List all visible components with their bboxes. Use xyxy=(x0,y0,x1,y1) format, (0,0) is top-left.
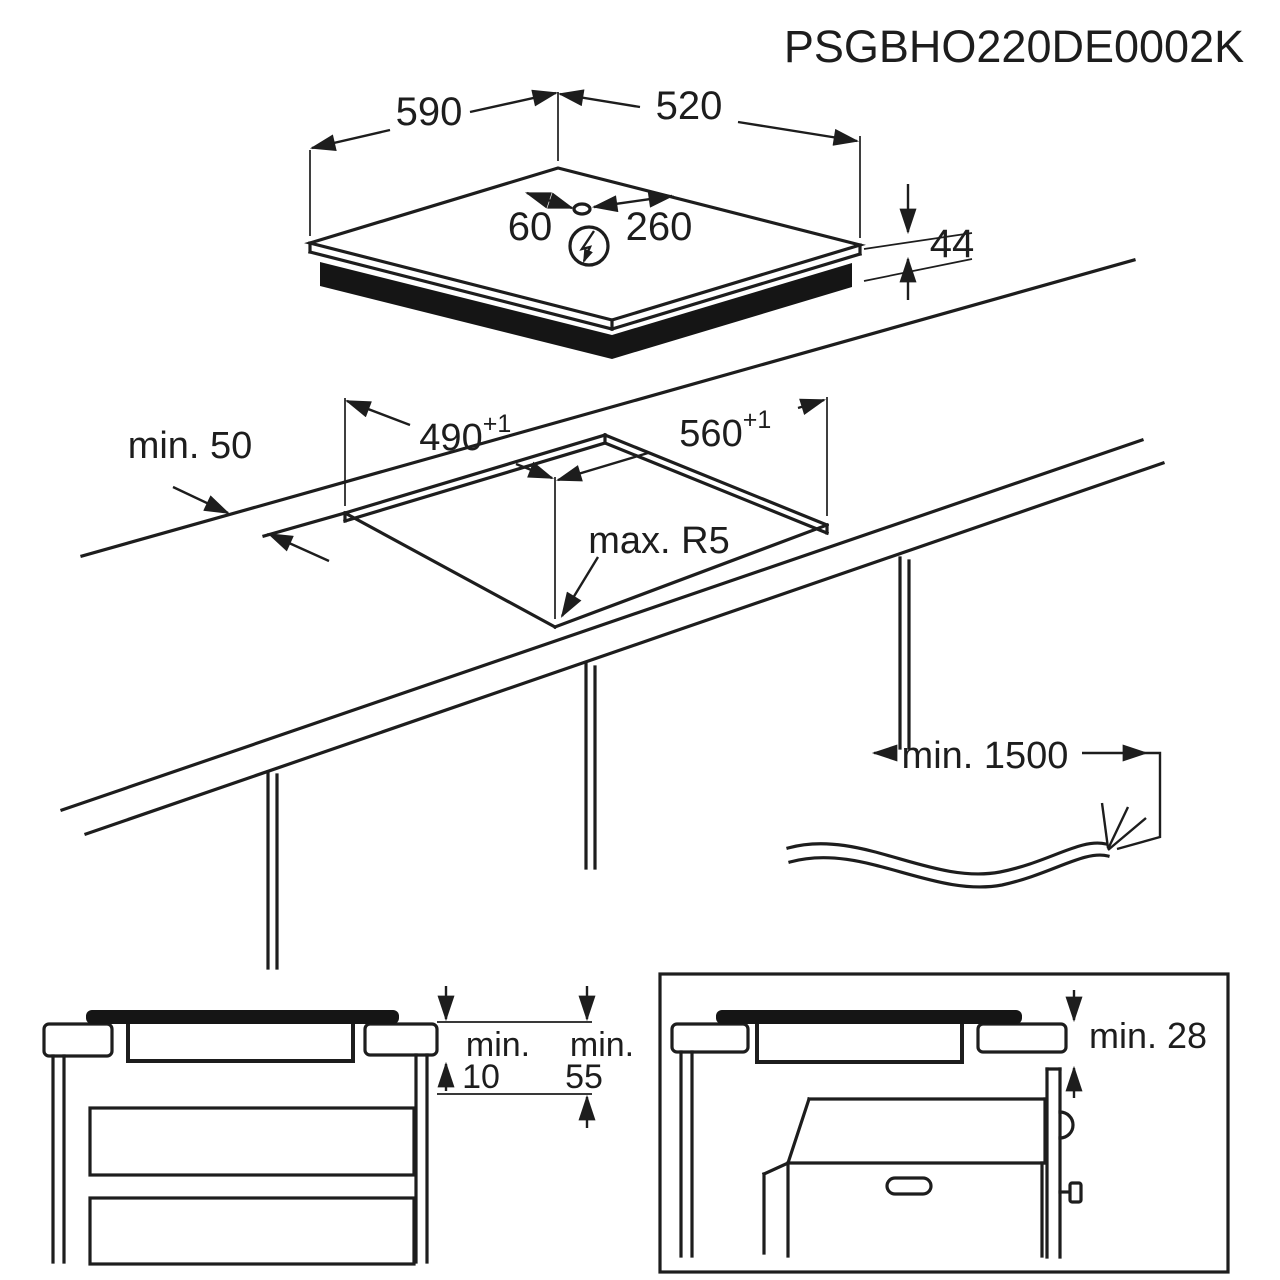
dim-min-1500: min. 1500 xyxy=(871,735,1162,851)
dim-min-50: min. 50 xyxy=(128,425,330,563)
lightning-bolt-icon xyxy=(568,225,610,267)
corner-radius-label: max. R5 xyxy=(588,520,729,562)
dim-520: 520 xyxy=(557,84,861,238)
oven-clearance-label: min. 28 xyxy=(1089,1015,1207,1056)
cutout-opening xyxy=(342,432,830,630)
knob-icon xyxy=(1068,1181,1083,1204)
hob-depth-label: 520 xyxy=(656,84,723,128)
cable-offset-right-label: 260 xyxy=(626,205,693,249)
cutout-width-label: 560 xyxy=(679,413,742,455)
hob-glass-section xyxy=(86,1010,399,1024)
worktop-back-edge xyxy=(80,258,1136,558)
min-label-a: min. xyxy=(466,1026,530,1064)
oven-handle-slot xyxy=(885,1176,933,1196)
cable-entry-icon xyxy=(572,202,592,216)
drawing-code-title: PSGBHO220DE0002K xyxy=(784,21,1244,72)
hob-width-label: 590 xyxy=(396,90,463,134)
dim-min-10-55: min. 10 min. 55 xyxy=(437,986,634,1128)
worktop-right-stub xyxy=(363,1022,439,1057)
detail-box-frame xyxy=(658,972,1230,1274)
back-clearance-label: min. 50 xyxy=(128,425,253,467)
dim-490: 490 +1 xyxy=(344,398,556,619)
hob-body-band xyxy=(320,262,852,359)
hob-glass-section-2 xyxy=(716,1010,1022,1024)
min-value-b: 55 xyxy=(565,1058,603,1096)
cutout-depth-label: 490 xyxy=(419,417,482,459)
drawer-clearance-view: min. 10 min. 55 xyxy=(42,986,634,1266)
cutout-width-tolerance: +1 xyxy=(743,406,772,434)
dim-260: 260 xyxy=(591,190,693,249)
drawer-upper xyxy=(88,1106,416,1177)
drawer-lower xyxy=(88,1196,416,1266)
power-cable-view: min. 1500 xyxy=(786,735,1162,889)
worktop-cutout-view: 490 +1 560 +1 min. 50 max. R5 xyxy=(59,258,1166,970)
cutout-depth-tolerance: +1 xyxy=(483,410,512,438)
dim-560: 560 +1 xyxy=(555,397,828,516)
worktop-left-stub-2 xyxy=(670,1022,750,1054)
hob-height-label: 44 xyxy=(930,222,975,266)
min-label-b: min. xyxy=(570,1026,634,1064)
dim-min-28: min. 28 xyxy=(1065,990,1207,1098)
hinge-icon xyxy=(1058,1110,1075,1140)
cable-length-label: min. 1500 xyxy=(902,735,1069,777)
dim-max-r5: max. R5 xyxy=(560,520,730,618)
oven-clearance-view: min. 28 xyxy=(658,972,1230,1274)
dim-44: 44 xyxy=(863,184,975,300)
mains-cable-icon xyxy=(786,802,1147,889)
oven-body xyxy=(761,1096,1047,1258)
cabinet-side-panel xyxy=(1045,1067,1083,1259)
cable-offset-left-label: 60 xyxy=(508,205,553,249)
dim-590: 590 xyxy=(309,89,559,236)
hob-body-section xyxy=(126,1020,355,1063)
dim-60: 60 xyxy=(508,191,575,249)
worktop-left-stub xyxy=(42,1022,114,1058)
worktop-right-stub-2 xyxy=(976,1022,1068,1054)
min-value-a: 10 xyxy=(462,1058,500,1096)
hob-isometric-view: 590 520 60 260 xyxy=(304,84,975,359)
hob-body-section-2 xyxy=(755,1020,964,1064)
worktop-front-edge xyxy=(59,437,1166,970)
